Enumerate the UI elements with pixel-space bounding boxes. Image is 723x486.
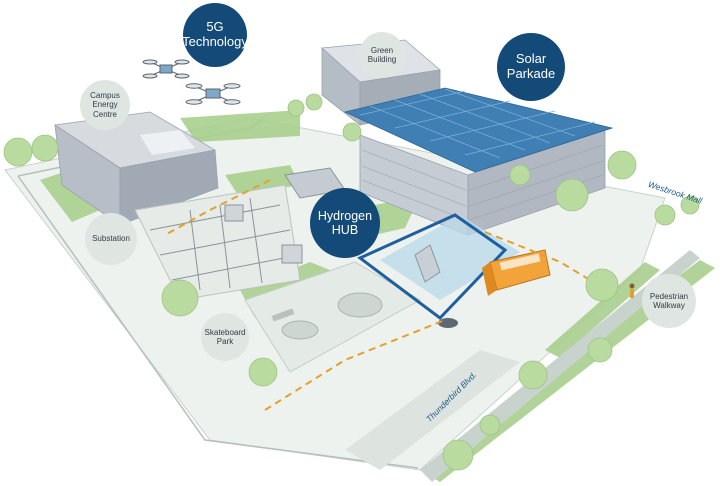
label-substation-text: Substation	[92, 234, 130, 243]
drone-icon	[143, 60, 189, 78]
label-5g-technology: 5G Technology	[183, 3, 247, 67]
label-solar-parkade: Solar Parkade	[497, 33, 565, 101]
drone-icon	[186, 84, 240, 104]
label-hydrogen-hub-text: Hydrogen HUB	[318, 209, 372, 238]
label-substation: Substation	[85, 213, 137, 265]
pedestrian-figure	[630, 284, 635, 299]
label-pedestrian-walkway-text: Pedestrian Walkway	[650, 292, 688, 310]
label-skateboard-park-text: Skateboard Park	[205, 328, 246, 346]
label-hydrogen-hub: Hydrogen HUB	[310, 188, 380, 258]
label-green-building-text: Green Building	[368, 46, 396, 64]
drone-icons	[143, 60, 240, 104]
label-solar-parkade-text: Solar Parkade	[507, 52, 555, 82]
label-campus-energy-centre: Campus Energy Centre	[80, 80, 130, 130]
label-campus-energy-centre-text: Campus Energy Centre	[90, 91, 120, 119]
label-5g-technology-text: 5G Technology	[182, 20, 248, 50]
label-pedestrian-walkway: Pedestrian Walkway	[642, 274, 696, 328]
label-skateboard-park: Skateboard Park	[201, 313, 249, 361]
label-green-building: Green Building	[359, 32, 405, 78]
